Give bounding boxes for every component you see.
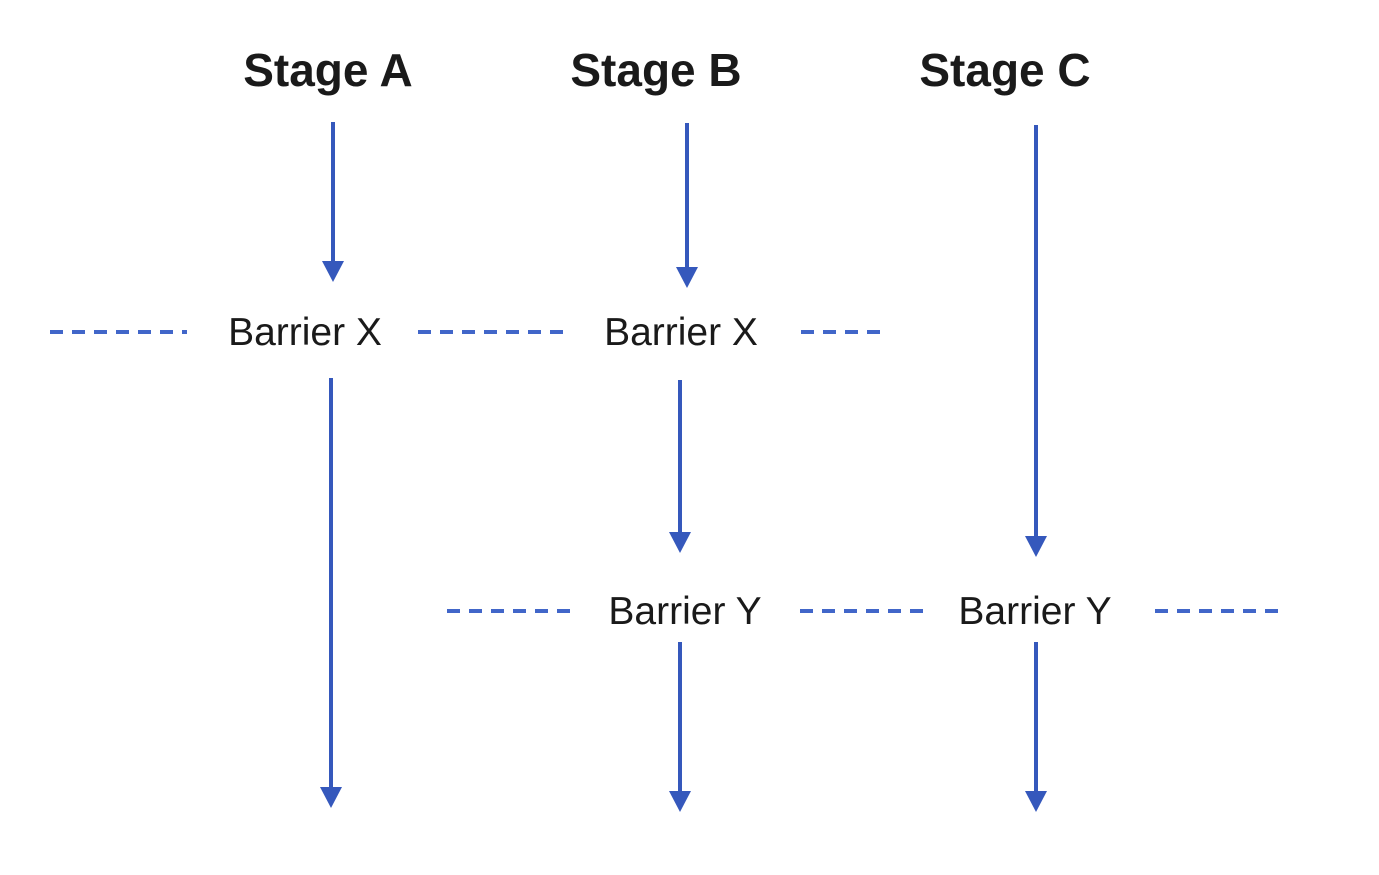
stage-c-title: Stage C xyxy=(919,44,1091,96)
barrier-x-label-stage-b: Barrier X xyxy=(598,311,764,355)
stage-b-title: Stage B xyxy=(570,44,742,96)
stage-a-title: Stage A xyxy=(243,44,413,96)
barrier-y-label-stage-b: Barrier Y xyxy=(602,590,768,634)
barrier-x-label-stage-a: Barrier X xyxy=(222,311,388,355)
barrier-y-label-stage-c: Barrier Y xyxy=(952,590,1118,634)
